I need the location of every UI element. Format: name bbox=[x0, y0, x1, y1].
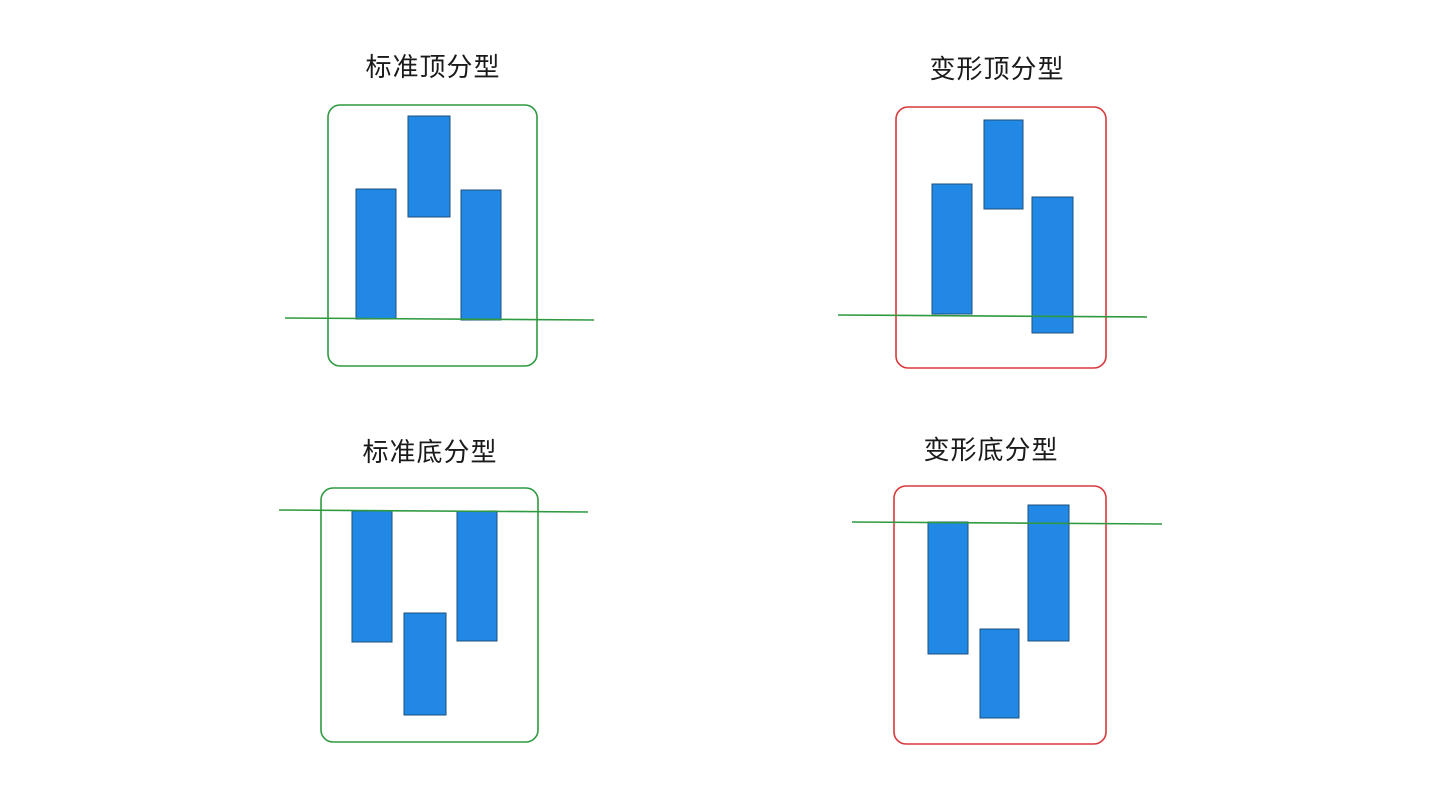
panel-standard-bottom: 标准底分型 bbox=[278, 438, 589, 743]
panel-variant-top: 变形顶分型 bbox=[837, 55, 1148, 369]
candle-left bbox=[351, 510, 393, 643]
frame-variant-bottom bbox=[893, 485, 1107, 745]
candle-right bbox=[1027, 504, 1070, 642]
reference-line-variant-top bbox=[837, 314, 1148, 318]
reference-line-standard-bottom bbox=[278, 509, 589, 513]
candle-right bbox=[460, 189, 502, 321]
candle-middle bbox=[983, 119, 1024, 210]
reference-line-variant-bottom bbox=[851, 521, 1163, 525]
frame-variant-top bbox=[895, 106, 1107, 369]
panel-title-standard-bottom: 标准底分型 bbox=[362, 438, 497, 468]
candle-right bbox=[456, 510, 498, 642]
candle-middle bbox=[979, 628, 1020, 719]
frame-standard-bottom bbox=[320, 487, 539, 743]
panel-title-variant-bottom: 变形底分型 bbox=[923, 436, 1058, 466]
panel-variant-bottom: 变形底分型 bbox=[851, 436, 1163, 745]
reference-line-standard-top bbox=[284, 317, 595, 321]
panel-title-standard-top: 标准顶分型 bbox=[365, 53, 500, 83]
frame-standard-top bbox=[327, 104, 538, 367]
candle-left bbox=[355, 188, 397, 320]
candle-middle bbox=[407, 115, 451, 218]
candle-left bbox=[931, 183, 973, 315]
candle-left bbox=[927, 521, 969, 655]
panel-standard-top: 标准顶分型 bbox=[284, 53, 595, 367]
panel-title-variant-top: 变形顶分型 bbox=[929, 55, 1064, 85]
candle-right bbox=[1031, 196, 1074, 334]
candle-middle bbox=[403, 612, 447, 716]
